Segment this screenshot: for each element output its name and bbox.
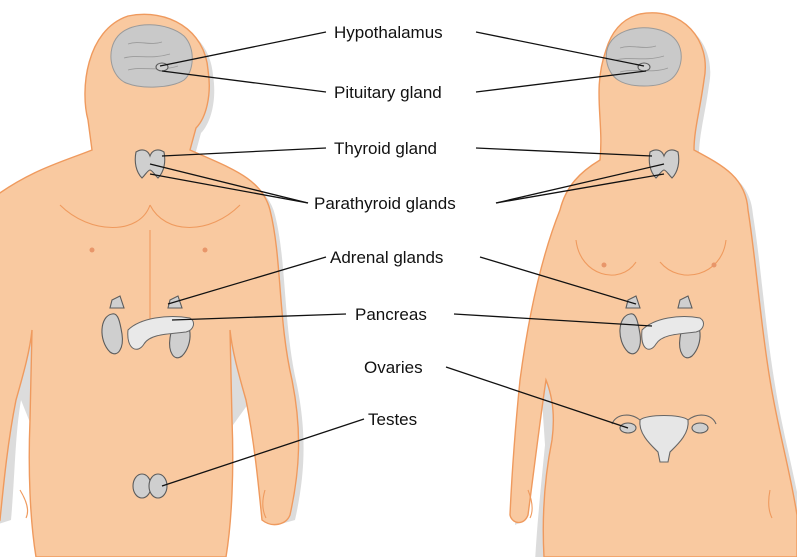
label-group: Hypothalamus Pituitary gland Thyroid gla… bbox=[314, 23, 456, 429]
label-testes: Testes bbox=[368, 410, 417, 429]
label-ovaries: Ovaries bbox=[364, 358, 423, 377]
label-parathyroid-glands: Parathyroid glands bbox=[314, 194, 456, 213]
label-pancreas: Pancreas bbox=[355, 305, 427, 324]
label-hypothalamus: Hypothalamus bbox=[334, 23, 443, 42]
female-figure bbox=[510, 13, 797, 557]
male-figure bbox=[0, 14, 304, 557]
label-pituitary-gland: Pituitary gland bbox=[334, 83, 442, 102]
label-thyroid-gland: Thyroid gland bbox=[334, 139, 437, 158]
label-adrenal-glands: Adrenal glands bbox=[330, 248, 443, 267]
